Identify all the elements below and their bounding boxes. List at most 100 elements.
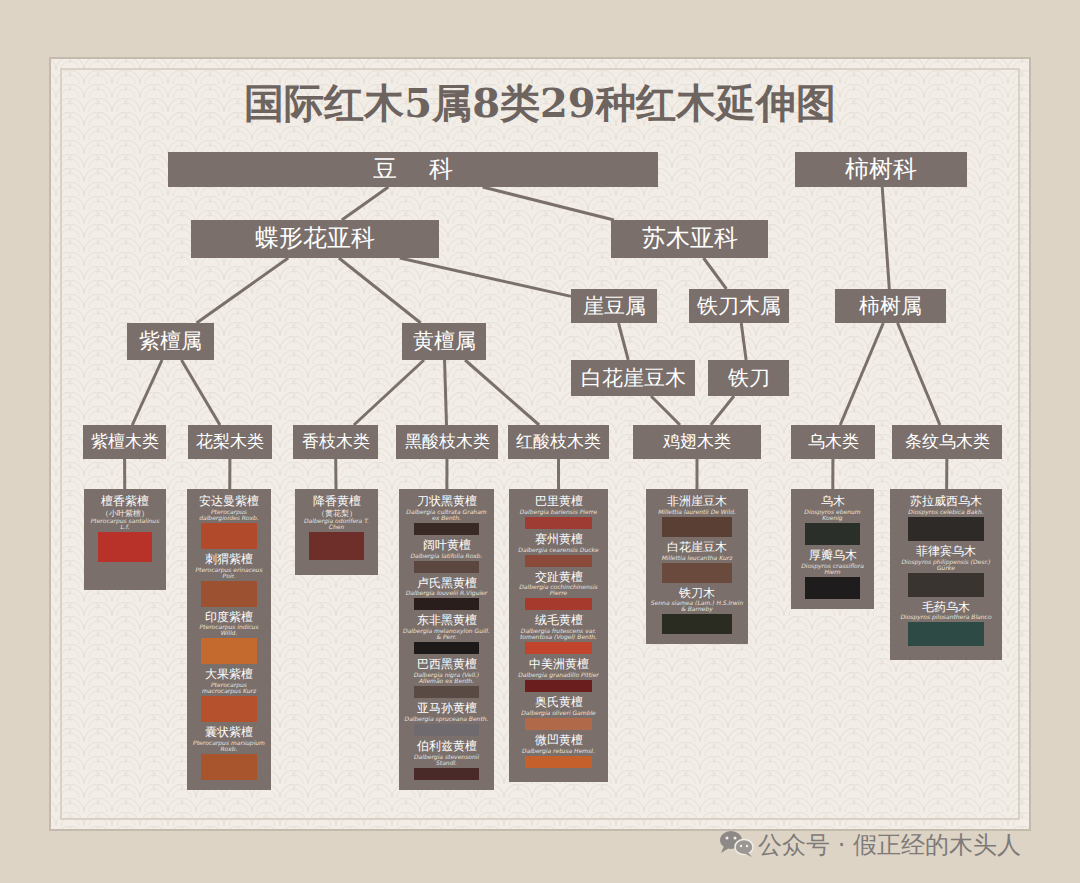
wechat-icon: [720, 831, 753, 857]
latin-name: Dalbergia nigra (Vell.) Allemão ex Benth…: [403, 672, 490, 684]
wood-swatch: [414, 768, 478, 780]
latin-name: Dalbergia oliveri Gamble: [521, 710, 596, 716]
wood-swatch: [525, 555, 592, 567]
species-name: 檀香紫檀: [101, 495, 149, 509]
species-entry: 大果紫檀Pterocarpus macrocarpus Kurz: [191, 668, 267, 722]
latin-name: Diospyros philippensis (Desr.) Gürke: [894, 559, 998, 571]
tree-connector: [334, 459, 337, 489]
wood-swatch: [98, 532, 153, 562]
species-entry: 刀状黑黄檀Dalbergia cultrata Graham ex Benth.: [403, 495, 490, 535]
wood-swatch: [525, 756, 592, 768]
latin-name: Senna siamea (Lam.) H.S.Irwin & Barneby: [650, 600, 744, 612]
species-name: 巴里黄檀: [535, 495, 583, 509]
species-name: 囊状紫檀: [205, 726, 253, 740]
taxon-box: 紫檀木类: [83, 425, 166, 459]
latin-name: Dalbergia retusa Hemsl.: [522, 748, 595, 754]
diagram-title: 国际红木5属8类29种红木延伸图: [50, 76, 1030, 131]
latin-name: Diospyros celebica Bakh.: [908, 509, 983, 515]
tree-connector: [840, 323, 883, 425]
wood-swatch: [662, 517, 732, 537]
taxon-name: 崖豆属: [583, 294, 646, 318]
latin-name: Dalbergia cearensis Ducke: [518, 547, 598, 553]
wood-swatch: [201, 696, 257, 722]
wood-swatch: [805, 577, 861, 599]
latin-name: Pterocarpus indicus Willd.: [191, 624, 267, 636]
taxon-box: 香枝木类: [293, 425, 378, 459]
wood-swatch: [414, 523, 478, 535]
tree-connector: [400, 258, 571, 296]
taxon-box: 柿树属: [835, 289, 946, 323]
tree-connector: [197, 258, 289, 323]
taxon-name: 黑酸枝木类: [405, 432, 490, 452]
species-name: 中美洲黄檀: [529, 658, 589, 672]
latin-name: Diospyros ebenum Koenig: [795, 509, 870, 521]
species-name: 菲律宾乌木: [916, 545, 976, 559]
tree-connector: [123, 459, 126, 489]
species-name: 刺猬紫檀: [205, 553, 253, 567]
taxon-name: 蝶形花亚科: [255, 225, 375, 253]
taxon-box: 黑酸枝木类: [396, 425, 498, 459]
species-name: 奥氏黄檀: [535, 696, 583, 710]
species-entry: 檀香紫檀（小叶紫檀）Pterocarpus santalinus L.f.: [88, 495, 162, 562]
taxon-name: 红酸枝木类: [516, 432, 601, 452]
taxon-name: 花梨木类: [196, 432, 264, 452]
species-entry: 囊状紫檀Pterocarpus marsupium Roxb.: [191, 726, 267, 780]
species-entry: 白花崖豆木Millettia leucantha Kurz: [650, 541, 744, 583]
species-name: 安达曼紫檀: [199, 495, 259, 509]
wood-swatch: [908, 573, 985, 597]
taxon-box: 鸡翅木类: [633, 425, 761, 459]
taxon-name: 柿树科: [845, 156, 917, 184]
species-entry: 绒毛黄檀Dalbergia frutescens var. tomentosa …: [513, 614, 604, 654]
species-name: 交趾黄檀: [535, 571, 583, 585]
latin-name: Dalbergia odorifera T. Chen: [299, 518, 374, 530]
tree-connector: [132, 360, 162, 425]
species-name: 阔叶黄檀: [423, 539, 471, 553]
taxon-box: 紫檀属: [127, 323, 214, 360]
species-panel: 安达曼紫檀Pterocarpus dalbergioides Roxb.刺猬紫檀…: [187, 489, 271, 790]
species-entry: 苏拉威西乌木Diospyros celebica Bakh.: [894, 495, 998, 541]
wood-swatch: [525, 598, 592, 610]
tree-connector: [342, 187, 389, 220]
taxon-box: 条纹乌木类: [892, 425, 1002, 459]
latin-name: Millettia leucantha Kurz: [662, 555, 733, 561]
species-entry: 毛药乌木Diospyros pilosanthera Blanco: [894, 601, 998, 647]
species-entry: 东非黑黄檀Dalbergia melanoxylon Guill. & Perr…: [403, 614, 490, 654]
species-panel: 苏拉威西乌木Diospyros celebica Bakh.菲律宾乌木Diosp…: [890, 489, 1002, 660]
wood-swatch: [525, 680, 592, 692]
species-name: 微凹黄檀: [535, 734, 583, 748]
species-panel: 巴里黄檀Dalbergia bariensis Pierre 赛州黄檀Dalber…: [509, 489, 608, 782]
species-panel: 乌木Diospyros ebenum Koenig厚瓣乌木Diospyros c…: [791, 489, 874, 609]
wood-swatch: [414, 642, 478, 654]
wood-swatch: [662, 614, 732, 634]
species-name: 厚瓣乌木: [809, 549, 857, 563]
tree-connector: [181, 360, 219, 425]
tree-connector: [483, 187, 614, 220]
species-entry: 降香黄檀（黄花梨）Dalbergia odorifera T. Chen: [299, 495, 374, 560]
species-entry: 伯利兹黄檀Dalbergia stevensonii Standl.: [403, 740, 490, 780]
species-entry: 乌木Diospyros ebenum Koenig: [795, 495, 870, 545]
taxon-box: 黄檀属: [402, 323, 486, 360]
wood-swatch: [525, 517, 592, 529]
latin-name: Dalbergia louvelii R.Viguier: [406, 590, 488, 596]
tree-connector: [618, 323, 628, 360]
species-entry: 赛州黄檀Dalbergia cearensis Ducke: [513, 533, 604, 567]
tree-connector: [704, 258, 727, 289]
wood-swatch: [414, 686, 478, 698]
tree-connector: [557, 459, 560, 489]
taxon-box: 蝶形花亚科: [191, 220, 439, 258]
species-panel: 非洲崖豆木Millettia laurentii De Wild.白花崖豆木Mi…: [646, 489, 748, 644]
species-entry: 阔叶黄檀Dalbergia latifolia Roxb.: [403, 539, 490, 573]
species-entry: 亚马孙黄檀Dalbergia spruceana Benth.: [403, 702, 490, 736]
taxon-box: 铁刀木属: [689, 289, 789, 323]
wood-swatch: [414, 724, 478, 736]
latin-name: Dalbergia bariensis Pierre: [520, 509, 598, 515]
latin-name: Pterocarpus santalinus L.f.: [88, 518, 162, 530]
species-name: 伯利兹黄檀: [417, 740, 477, 754]
inner-frame: [61, 69, 1019, 819]
species-panel: 刀状黑黄檀Dalbergia cultrata Graham ex Benth.…: [399, 489, 494, 790]
taxon-name: 铁刀: [728, 366, 770, 390]
species-name: 卢氏黑黄檀: [417, 577, 477, 591]
taxon-name: 黄檀属: [413, 329, 476, 353]
taxon-name: 乌木类: [808, 432, 859, 452]
tree-connector: [945, 459, 948, 489]
